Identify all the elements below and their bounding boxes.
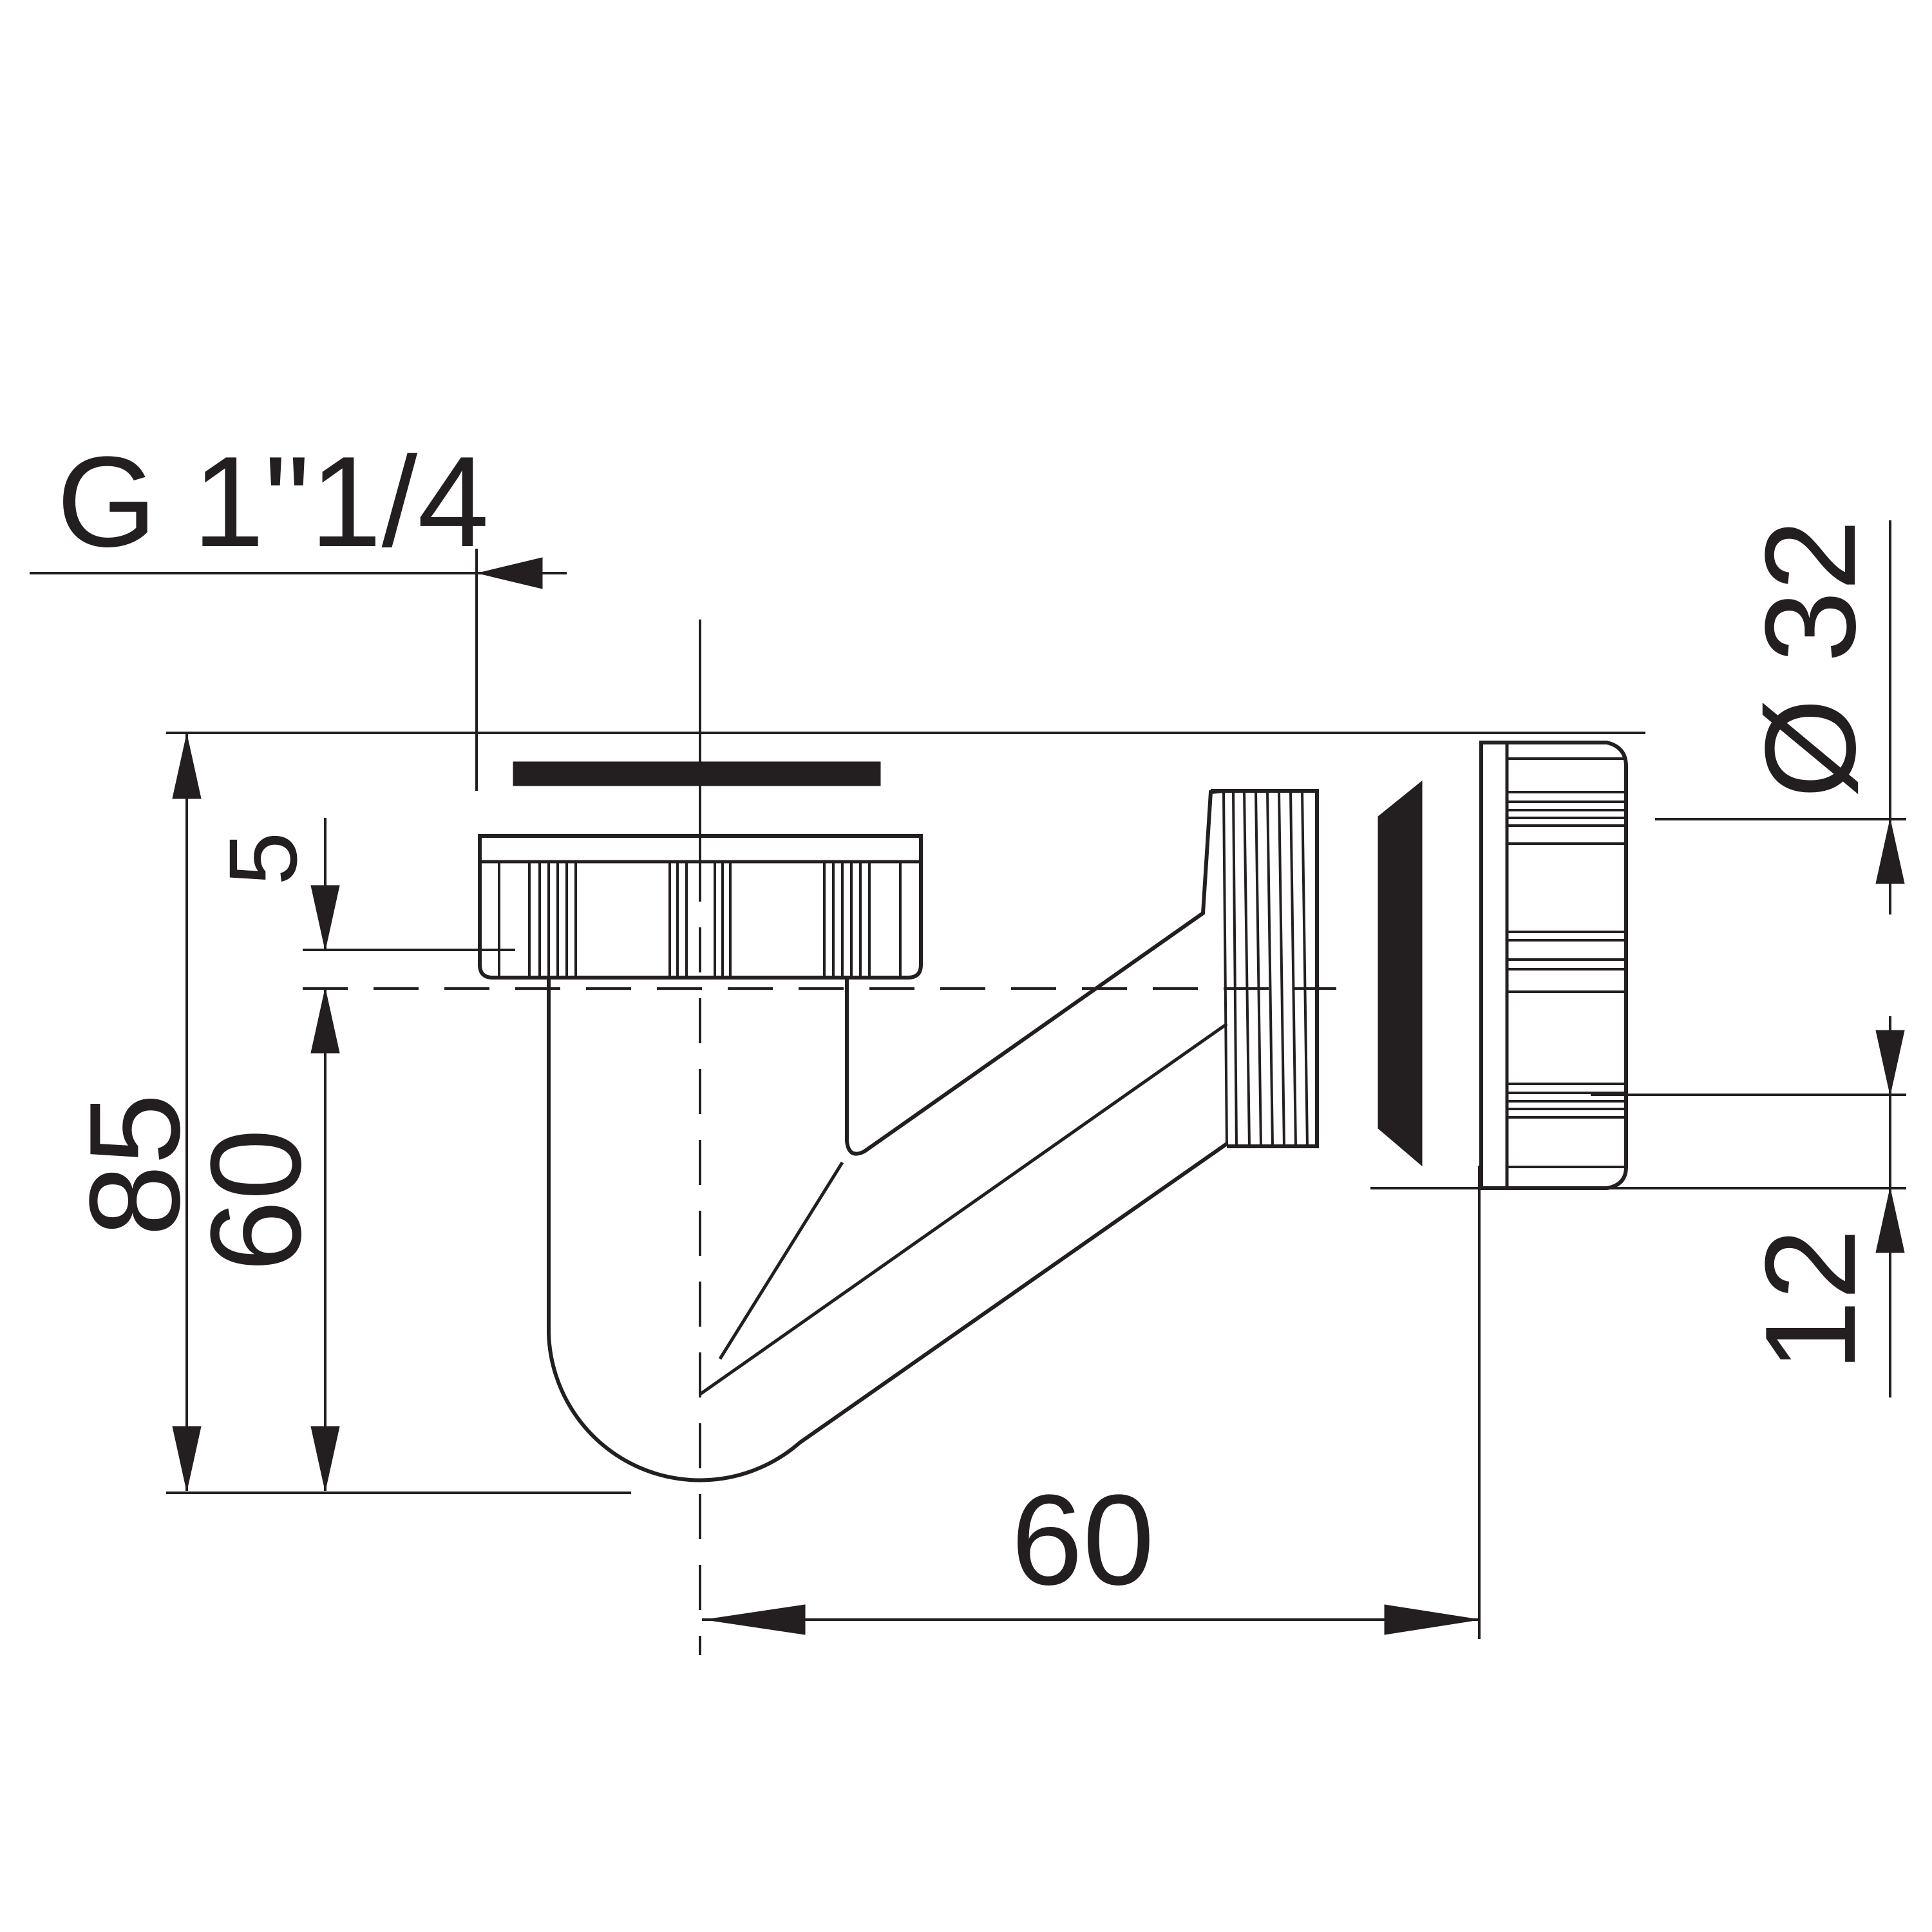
outlet-diameter-label: Ø 32 xyxy=(1739,519,1882,799)
conical-seal xyxy=(1378,780,1423,1167)
strainer-plate xyxy=(513,761,881,786)
outlet-nut xyxy=(1479,741,1628,1190)
horizontal-reach-label: 60 xyxy=(1011,1468,1154,1612)
outlet-thread xyxy=(1211,789,1319,1148)
outlet-offset-label: 12 xyxy=(1739,1229,1882,1372)
trap-body xyxy=(547,789,1228,1482)
inlet-nut xyxy=(478,834,923,980)
overall-height-label: 85 xyxy=(63,1094,207,1236)
thread-size-label: G 1"1/4 xyxy=(57,430,489,574)
trap-height-label: 60 xyxy=(184,1129,328,1272)
offset-label: 5 xyxy=(209,832,317,886)
